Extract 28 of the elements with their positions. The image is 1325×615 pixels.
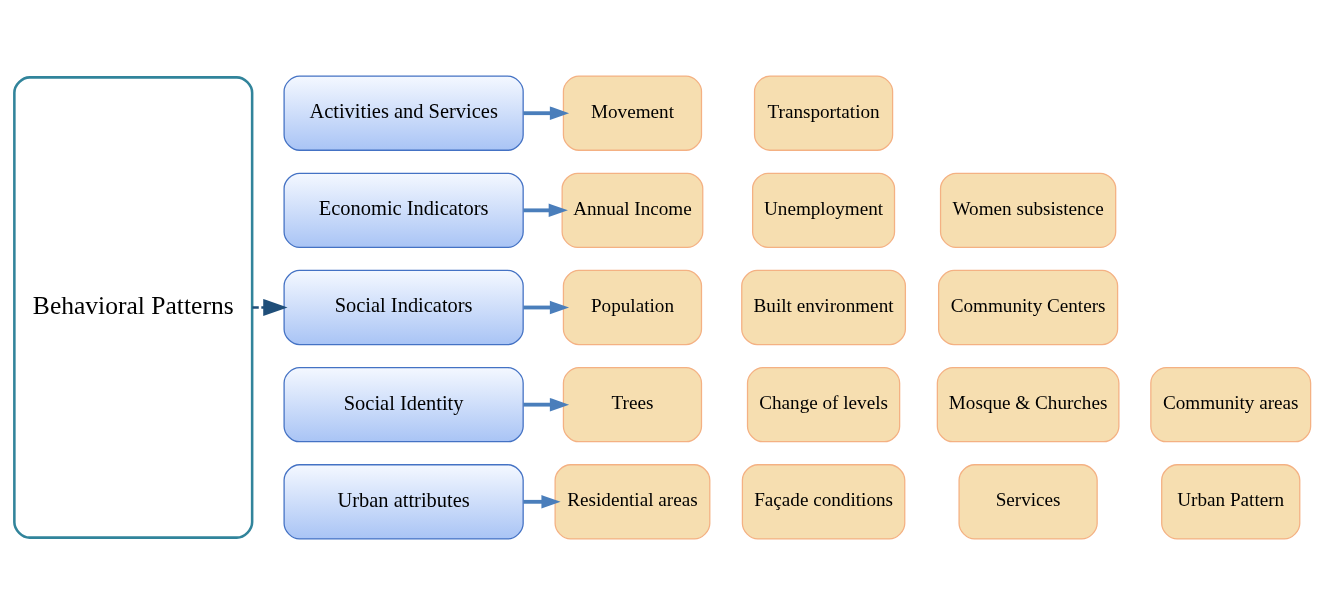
node-box: Social Identity xyxy=(283,366,524,443)
node-box: Façade conditions xyxy=(741,464,906,540)
node-box: Transportation xyxy=(753,75,894,151)
node-box: Community Centers xyxy=(938,269,1119,346)
node-box: Mosque & Churches xyxy=(936,366,1120,443)
arrow xyxy=(523,300,570,315)
node-box: Community areas xyxy=(1150,366,1312,443)
node-box: Women subsistence xyxy=(939,172,1117,249)
node-box: Change of levels xyxy=(746,366,901,443)
node-box: Urban Pattern xyxy=(1161,464,1301,540)
arrow xyxy=(523,495,561,509)
node-box: Residential areas xyxy=(554,464,711,540)
arrow xyxy=(523,397,570,412)
node-box: Built environment xyxy=(741,269,907,346)
arrow xyxy=(252,299,288,316)
node-box: Movement xyxy=(562,75,703,151)
node-box: Activities and Services xyxy=(283,75,524,151)
node-box: Population xyxy=(562,269,703,346)
arrow xyxy=(523,203,568,218)
node-box: Annual Income xyxy=(561,172,704,249)
node-box: Services xyxy=(958,464,1098,540)
node-box: Behavioral Patterns xyxy=(13,76,254,539)
node-box: Economic Indicators xyxy=(283,172,524,249)
node-box: Social Indicators xyxy=(283,269,524,346)
node-box: Urban attributes xyxy=(283,464,524,540)
node-box: Unemployment xyxy=(752,172,896,249)
node-box: Trees xyxy=(562,366,703,443)
arrow xyxy=(523,106,570,120)
